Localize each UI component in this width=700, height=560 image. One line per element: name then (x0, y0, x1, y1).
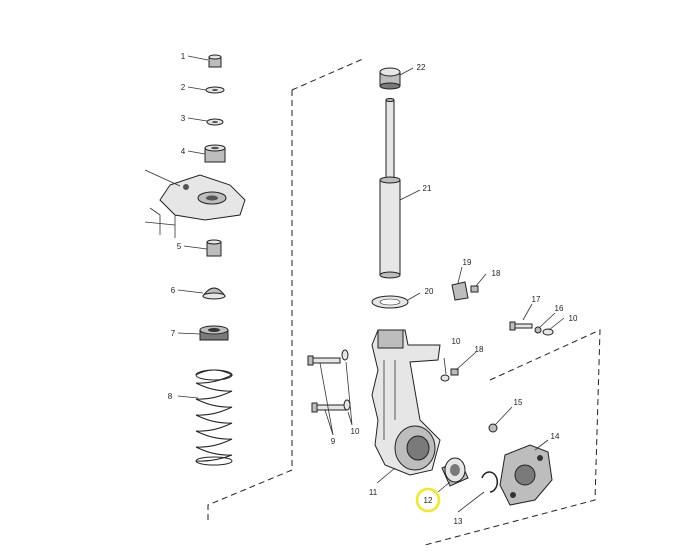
part-12-bearing (441, 457, 469, 487)
callout-8: 8 (168, 392, 173, 401)
callout-19: 19 (463, 258, 472, 267)
part-15-bleeder (488, 423, 498, 433)
leader-lines (177, 55, 565, 513)
part-5-spacer (206, 239, 222, 257)
assembly-guide-lines (207, 57, 601, 546)
part-6-dome-bumper (202, 287, 226, 300)
part-3-washer (206, 118, 224, 126)
callout-18b: 18 (475, 345, 484, 354)
callout-2: 2 (181, 83, 186, 92)
callout-22: 22 (417, 63, 426, 72)
callout-20: 20 (425, 287, 434, 296)
callout-9: 9 (331, 437, 336, 446)
part-11-steering-knuckle (371, 329, 441, 476)
part-22-top-bushing (379, 67, 401, 90)
part-9-bolts (307, 355, 348, 413)
callout-3: 3 (181, 114, 186, 123)
part-13-snap-ring (481, 471, 499, 493)
callout-12: 12 (424, 496, 433, 505)
part-4-bushing (204, 144, 226, 163)
callout-10b: 10 (452, 337, 461, 346)
callout-21: 21 (423, 184, 432, 193)
callout-16: 16 (555, 304, 564, 313)
callout-7: 7 (171, 329, 176, 338)
part-8-coil-spring (195, 369, 234, 466)
part-10-washers (341, 328, 554, 411)
part-17-bolt (509, 321, 533, 331)
part-18-nuts (450, 285, 479, 376)
callout-17: 17 (532, 295, 541, 304)
callout-13: 13 (454, 517, 463, 526)
part-7-spring-seat (199, 325, 229, 341)
part-19-bracket (451, 281, 469, 301)
part-21-shock-absorber (379, 98, 401, 279)
part-14-brake-caliper (499, 444, 553, 506)
callout-1: 1 (181, 52, 186, 61)
part-16-nut (534, 326, 542, 334)
callout-10c: 10 (569, 314, 578, 323)
part-1-nut (208, 54, 222, 68)
callout-14: 14 (551, 432, 560, 441)
callout-4: 4 (181, 147, 186, 156)
part-20-seal-ring (371, 295, 409, 309)
callout-15: 15 (514, 398, 523, 407)
callout-10a: 10 (351, 427, 360, 436)
part-2-washer (205, 86, 225, 94)
upper-mount-bracket (144, 169, 246, 238)
callout-18a: 18 (492, 269, 501, 278)
callout-12-highlighted: 12 (415, 487, 441, 513)
callout-6: 6 (171, 286, 176, 295)
callout-11: 11 (369, 488, 378, 497)
callout-5: 5 (177, 242, 182, 251)
